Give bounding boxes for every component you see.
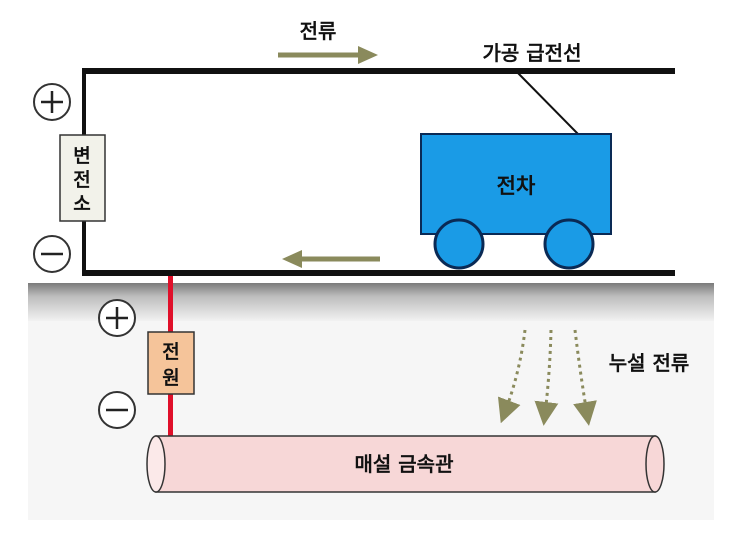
pipe-end-right: [645, 435, 665, 493]
substation-label-2: 전: [73, 169, 90, 191]
buried-pipe-label: 매설 금속관: [355, 452, 455, 476]
rail-line: [82, 270, 675, 276]
tram-wheel-left: [433, 218, 485, 270]
current-label: 전류: [300, 19, 337, 43]
ground-surface: [28, 283, 714, 321]
power-source: 전 원: [147, 331, 195, 395]
pipe-end-left: [146, 435, 166, 493]
tram-wheel-right: [543, 218, 595, 270]
tram-label: 전차: [497, 174, 536, 198]
buried-pipe: 매설 금속관: [146, 435, 665, 493]
power-minus-icon: [98, 391, 136, 429]
overhead-line-label: 가공 급전선: [483, 41, 582, 65]
leakage-arrow-2: [534, 329, 559, 426]
substation-label-1: 변: [73, 145, 90, 167]
pantograph-line: [514, 69, 579, 135]
leakage-arrow-1: [497, 329, 527, 424]
current-arrow-right: [278, 46, 378, 64]
return-current-arrow: [282, 250, 380, 268]
substation-label-3: 소: [73, 193, 90, 215]
substation-box: [59, 134, 106, 222]
substation-plus-icon: [33, 83, 71, 121]
tram: 전차: [420, 133, 612, 270]
power-source-label-2: 원: [162, 367, 179, 389]
substation: 변 전 소: [59, 134, 106, 222]
leakage-current-arrows: [497, 329, 597, 426]
leakage-current-label: 누설 전류: [609, 351, 690, 375]
tram-body: [420, 133, 612, 235]
overhead-feeder-line: [82, 68, 675, 74]
substation-minus-icon: [33, 235, 71, 273]
power-source-label-1: 전: [162, 341, 179, 363]
leakage-arrow-3: [573, 329, 597, 426]
power-source-box: [147, 331, 195, 395]
power-plus-icon: [98, 299, 136, 337]
